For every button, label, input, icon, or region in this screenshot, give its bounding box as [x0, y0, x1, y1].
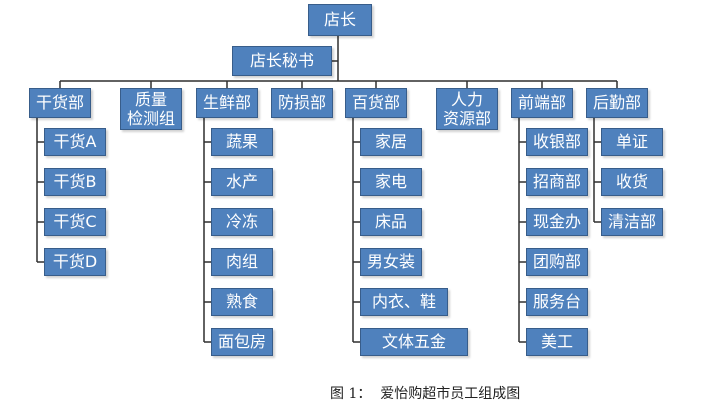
child-node-7-5: 服务台: [526, 288, 588, 316]
child-node-8-2: 收货: [601, 168, 663, 196]
child-node-7-6: 美工: [526, 328, 588, 356]
root-node: 店长: [308, 4, 372, 36]
department-node-4: 防损部: [271, 88, 333, 118]
child-node-5-4: 男女装: [360, 248, 422, 276]
child-node-3-4: 肉组: [211, 248, 273, 276]
department-node-8: 后勤部: [586, 88, 648, 118]
department-node-2: 质量 检测组: [120, 88, 182, 130]
child-node-5-6: 文体五金: [360, 328, 468, 356]
secretary-node: 店长秘书: [232, 46, 332, 76]
department-node-1: 干货部: [29, 88, 91, 118]
child-node-1-1: 干货A: [44, 128, 106, 156]
child-node-5-2: 家电: [360, 168, 422, 196]
child-node-7-4: 团购部: [526, 248, 588, 276]
department-node-3: 生鲜部: [196, 88, 258, 118]
child-node-5-5: 内衣、鞋: [360, 288, 448, 316]
department-node-5: 百货部: [345, 88, 407, 118]
child-node-5-1: 家居: [360, 128, 422, 156]
child-node-8-3: 清洁部: [601, 208, 663, 236]
child-node-3-5: 熟食: [211, 288, 273, 316]
child-node-7-2: 招商部: [526, 168, 588, 196]
child-node-7-3: 现金办: [526, 208, 588, 236]
child-node-3-2: 水产: [211, 168, 273, 196]
child-node-1-4: 干货D: [44, 248, 106, 276]
child-node-3-6: 面包房: [211, 328, 273, 356]
child-node-1-2: 干货B: [44, 168, 106, 196]
child-node-3-3: 冷冻: [211, 208, 273, 236]
child-node-3-1: 蔬果: [211, 128, 273, 156]
child-node-1-3: 干货C: [44, 208, 106, 236]
figure-caption: 图 1： 爱怡购超市员工组成图: [330, 386, 521, 402]
department-node-6: 人力 资源部: [436, 88, 498, 130]
child-node-8-1: 单证: [601, 128, 663, 156]
department-node-7: 前端部: [511, 88, 573, 118]
child-node-5-3: 床品: [360, 208, 422, 236]
child-node-7-1: 收银部: [526, 128, 588, 156]
